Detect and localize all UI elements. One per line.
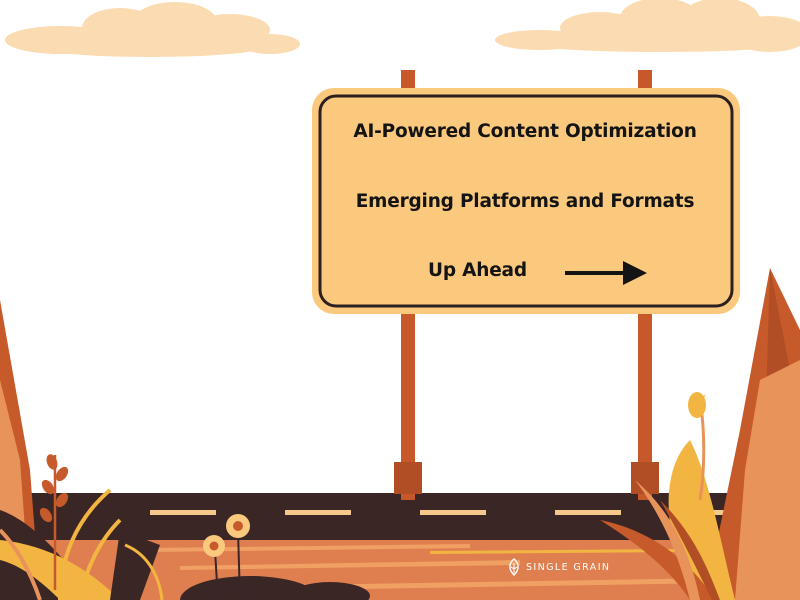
road-sign	[312, 88, 740, 314]
brand-logo: SINGLE GRAIN	[507, 557, 610, 577]
sign-line-up-ahead: Up Ahead	[428, 260, 527, 281]
plants-right	[600, 392, 735, 600]
grain-leaf-icon	[509, 558, 519, 576]
plants-left	[0, 454, 164, 600]
ground-shrubs	[180, 576, 370, 600]
cloud-right	[495, 0, 800, 52]
sign-line-emerging-platforms: Emerging Platforms and Formats	[355, 191, 695, 212]
ground-stripes	[150, 544, 720, 590]
brand-name: SINGLE GRAIN	[526, 561, 611, 573]
sign-line-ai-content: AI-Powered Content Optimization	[353, 121, 697, 142]
tree-right	[705, 268, 800, 600]
cloud-left	[5, 2, 300, 57]
flowers	[203, 514, 250, 600]
arrow-right-icon	[565, 261, 647, 285]
